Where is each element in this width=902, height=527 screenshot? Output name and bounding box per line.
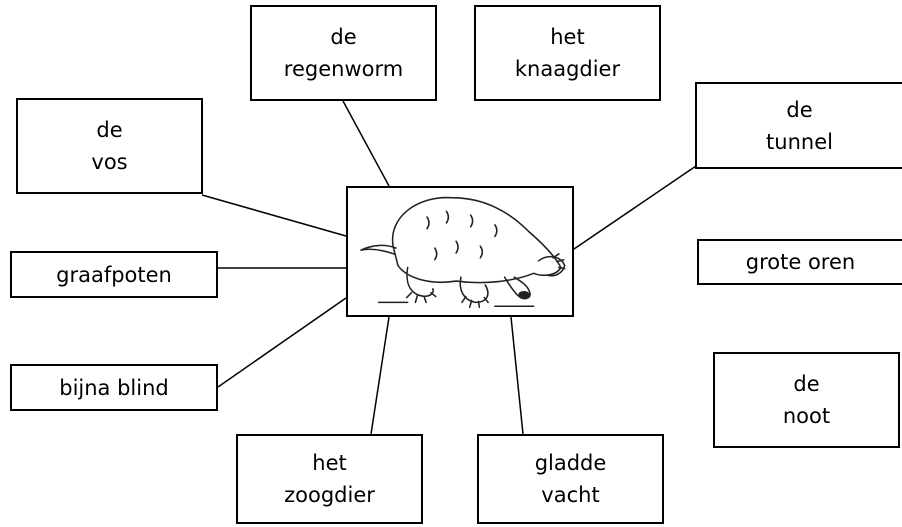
label-graafpoten: graafpoten	[56, 262, 172, 287]
label-box-bijna-blind: bijna blind	[10, 364, 218, 411]
line-gladde-vacht	[510, 316, 524, 435]
line-vos	[201, 194, 347, 237]
line-tunnel	[573, 165, 697, 250]
label-noot: de noot	[782, 372, 831, 428]
line-bijna-blind	[217, 297, 347, 388]
label-knaagdier: het knaagdier	[514, 25, 621, 81]
label-regenworm: de regenworm	[283, 25, 404, 81]
label-zoogdier: het zoogdier	[284, 451, 375, 507]
line-regenworm	[342, 100, 390, 187]
label-box-graafpoten: graafpoten	[10, 251, 218, 298]
label-box-vos: de vos	[16, 98, 203, 194]
mole-image-frame	[346, 186, 574, 317]
label-bijna-blind: bijna blind	[59, 375, 169, 400]
label-box-tunnel: de tunnel	[695, 82, 902, 169]
label-grote-oren: grote oren	[745, 250, 856, 274]
label-box-grote-oren: grote oren	[697, 239, 902, 285]
label-box-knaagdier: het knaagdier	[474, 5, 661, 101]
mole-drawing-icon	[360, 196, 566, 309]
label-box-regenworm: de regenworm	[250, 5, 437, 101]
label-tunnel: de tunnel	[766, 97, 833, 154]
label-vos: de vos	[91, 118, 128, 174]
label-gladde-vacht: gladde vacht	[534, 451, 607, 507]
label-box-gladde-vacht: gladde vacht	[477, 434, 664, 524]
label-box-zoogdier: het zoogdier	[236, 434, 423, 524]
line-zoogdier	[370, 316, 390, 435]
label-box-noot: de noot	[713, 352, 900, 448]
